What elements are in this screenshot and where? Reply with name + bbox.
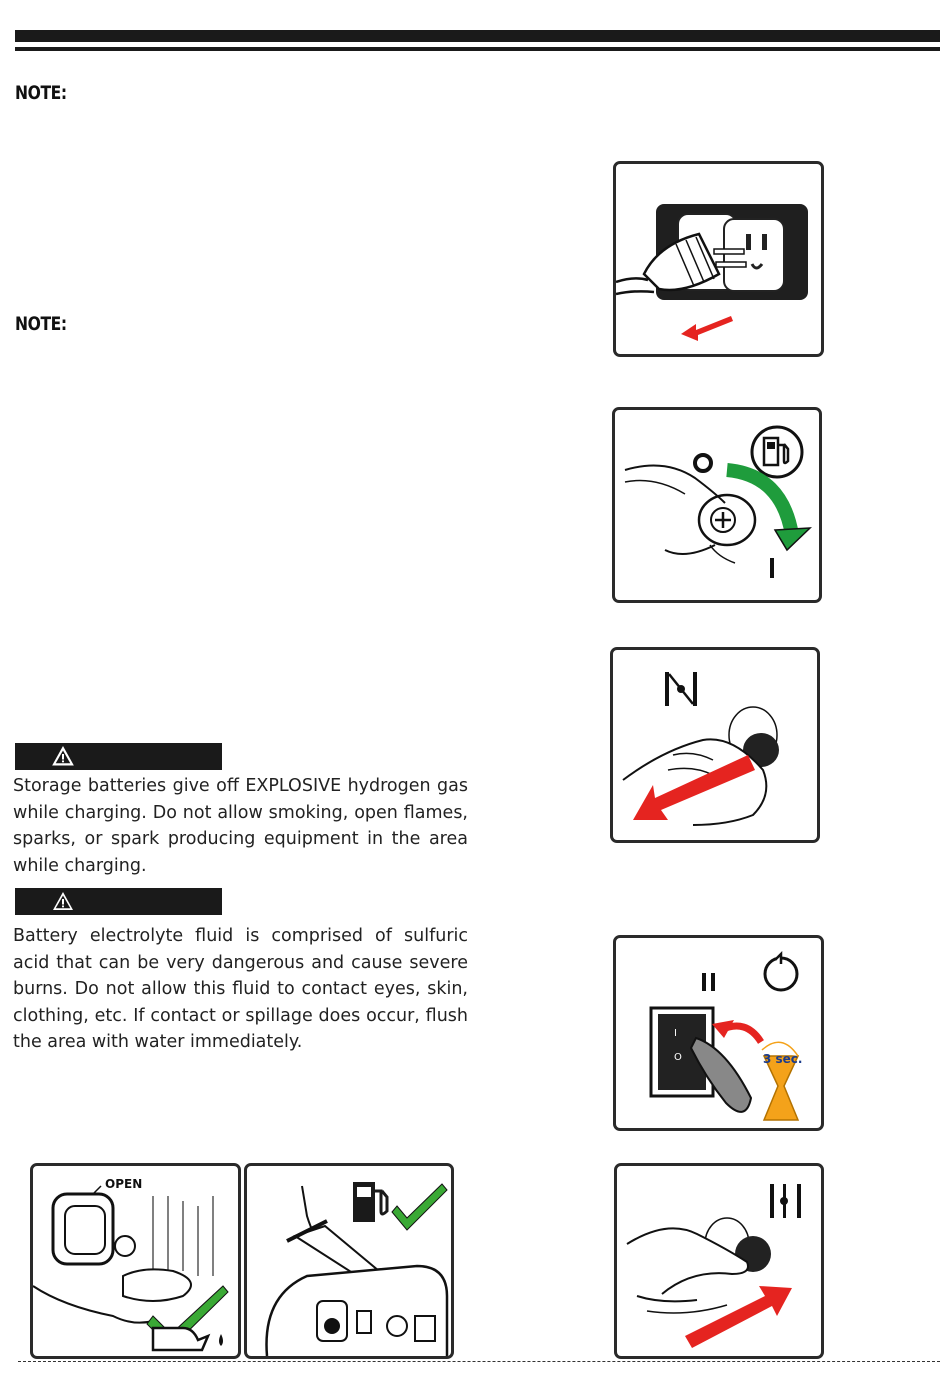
header-rule-thin (15, 47, 940, 51)
oil-open-label: OPEN (105, 1177, 142, 1191)
warning-banner-2 (15, 888, 222, 915)
cut-line (18, 1361, 940, 1362)
header-rule-thick (15, 30, 940, 42)
warning-text-1: Storage batteries give off EXPLOSIVE hyd… (13, 776, 468, 876)
figure-choke-push (614, 1163, 824, 1359)
warning-text-2: Battery electrolyte fluid is comprised o… (13, 926, 468, 1052)
warning-triangle-icon (52, 746, 74, 766)
timer-label: 3 sec. (763, 1052, 802, 1066)
figure-refuel (244, 1163, 454, 1359)
figure-start-switch: I O 3 sec. (613, 935, 824, 1131)
svg-text:O: O (674, 1052, 682, 1063)
svg-text:I: I (674, 1028, 677, 1039)
note-label-2: NOTE: (15, 313, 67, 335)
figure-unplug-cord (613, 161, 824, 357)
figure-oil-check: OPEN (30, 1163, 241, 1359)
note-label-1: NOTE: (15, 82, 67, 104)
warning-banner-1 (15, 743, 222, 770)
figure-fuel-knob (612, 407, 822, 603)
figure-choke-pull (610, 647, 820, 843)
warning-triangle-icon (53, 892, 73, 910)
